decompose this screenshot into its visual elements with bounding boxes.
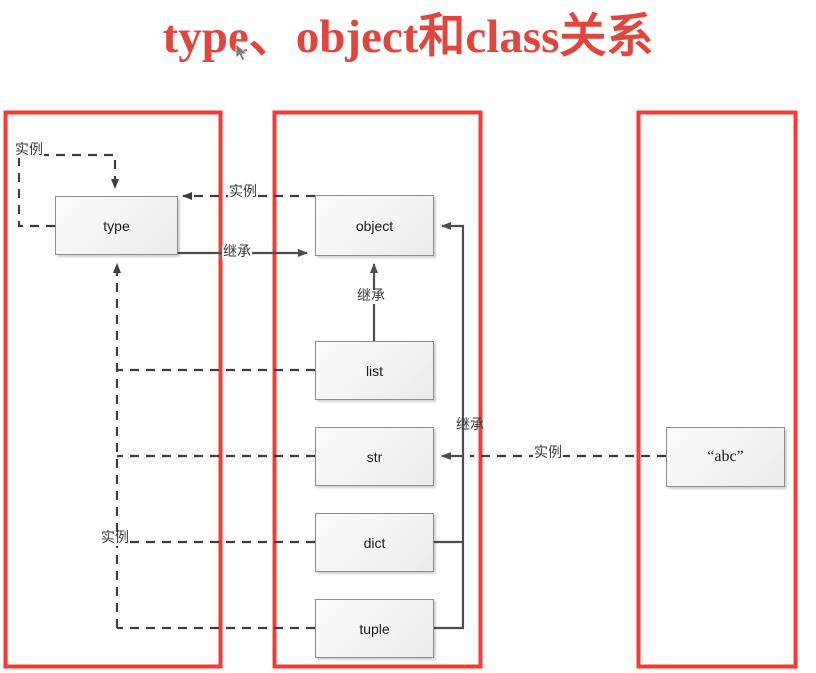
edge-tuple-inherits-bus <box>434 456 465 630</box>
label-dict-instance-of-type: 实例 <box>100 531 130 546</box>
label-list-inherits-object: 继承 <box>356 289 386 304</box>
node-type[interactable]: type <box>55 196 178 255</box>
node-tuple[interactable]: tuple <box>315 599 434 658</box>
edge-type-instance-of-type <box>17 153 119 228</box>
label-abc-instance-of-str: 实例 <box>533 446 563 461</box>
right-panel-frame <box>636 110 798 669</box>
label-type-inherits-object: 继承 <box>222 245 252 260</box>
label-object-instance-of-type: 实例 <box>228 185 258 200</box>
label-builtin-inherits-object: 继承 <box>456 418 484 433</box>
node-abc[interactable]: “abc” <box>666 427 785 487</box>
left-panel-frame <box>3 110 223 669</box>
label-type-self-instance: 实例 <box>14 143 44 158</box>
node-dict[interactable]: dict <box>315 513 434 572</box>
middle-panel-frame <box>272 110 483 669</box>
node-list[interactable]: list <box>315 341 434 400</box>
node-str[interactable]: str <box>315 427 434 486</box>
node-object[interactable]: object <box>315 195 434 256</box>
edge-bus-inherits-object <box>441 222 465 456</box>
